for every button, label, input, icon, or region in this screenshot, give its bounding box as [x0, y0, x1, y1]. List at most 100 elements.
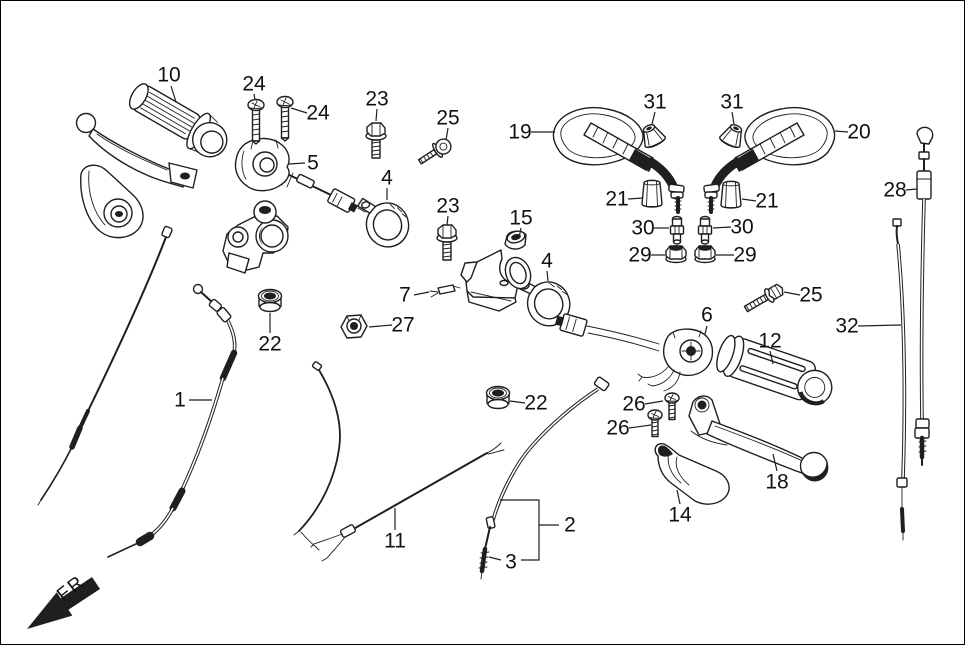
part-label-27: 27 — [391, 314, 414, 337]
part-label-30: 30 — [730, 216, 753, 239]
part-24-screw — [276, 95, 294, 142]
part-label-4: 4 — [541, 250, 553, 273]
part-label-23: 23 — [436, 195, 459, 218]
part-label-23: 23 — [365, 88, 388, 111]
leader-line-18 — [772, 453, 778, 472]
leader-line-21 — [741, 198, 757, 202]
part-label-14: 14 — [668, 504, 692, 527]
leader-line-27 — [368, 324, 393, 328]
part-26-screw — [647, 409, 663, 438]
part-5-switch-housing — [234, 137, 366, 213]
part-1-clutch-cable — [107, 283, 238, 558]
part-28-brake-cable — [914, 126, 934, 466]
part-label-11: 11 — [384, 530, 406, 553]
leader-line-26 — [644, 400, 664, 405]
leader-line-31 — [731, 111, 735, 125]
part-label-30: 30 — [631, 217, 654, 240]
leader-line-3 — [488, 556, 502, 561]
leader-line-24 — [290, 107, 308, 114]
part-label-5: 5 — [307, 152, 319, 175]
part-label-20: 20 — [847, 121, 870, 144]
leader-line-2 — [500, 499, 540, 561]
part-32-cable — [892, 218, 908, 541]
choke-cable — [293, 361, 341, 551]
part-label-26: 26 — [606, 417, 629, 440]
leader-line-12 — [769, 350, 774, 365]
fr-arrow-icon — [27, 577, 100, 629]
part-12-grip — [716, 334, 833, 406]
part-label-26: 26 — [622, 393, 645, 416]
part-26-screw — [664, 392, 680, 421]
leader-line-30 — [712, 226, 732, 229]
leader-line-24 — [253, 93, 256, 101]
part-22-nut — [485, 385, 511, 410]
part-label-32: 32 — [835, 315, 858, 338]
part-11-wire — [310, 442, 505, 562]
inner-cable — [37, 225, 173, 506]
part-label-21: 21 — [755, 190, 778, 213]
part-31-cone — [642, 123, 666, 148]
part-21-boot — [720, 180, 742, 209]
part-label-25: 25 — [799, 284, 822, 307]
part-10-throttle-grip — [128, 83, 228, 158]
leader-line-25 — [445, 127, 449, 141]
part-7-pin — [429, 284, 461, 298]
part-label-7: 7 — [399, 284, 411, 307]
leader-line-25 — [783, 291, 801, 296]
leader-line-23 — [375, 108, 378, 122]
part-27-nut — [340, 314, 368, 339]
leader-line-5 — [288, 162, 306, 165]
part-label-31: 31 — [643, 91, 666, 114]
part-29-nut — [694, 245, 716, 264]
part-label-10: 10 — [157, 64, 180, 87]
leader-line-15 — [518, 227, 522, 239]
leader-line-14 — [676, 489, 681, 505]
leader-line-4 — [546, 270, 549, 282]
clutch-lever — [75, 112, 198, 189]
part-24-screw — [247, 98, 265, 145]
part-label-24: 24 — [242, 73, 266, 96]
part-23-bolt — [436, 224, 458, 261]
part-20-mirror — [703, 106, 836, 214]
part-15-lever-bracket — [460, 230, 532, 312]
part-18-brake-lever — [688, 395, 829, 482]
part-29-nut — [665, 245, 687, 264]
part-25-bolt — [743, 283, 784, 313]
part-30-adapter — [669, 215, 685, 245]
leader-line-7 — [413, 291, 430, 296]
part-4-clamp — [356, 197, 410, 248]
part-23-bolt — [365, 122, 387, 159]
leader-line-20 — [834, 130, 849, 133]
part-label-24: 24 — [306, 102, 330, 125]
part-31-cone — [719, 123, 743, 148]
part-label-21: 21 — [605, 188, 628, 211]
part-label-6: 6 — [701, 304, 713, 327]
part-label-2: 2 — [564, 514, 576, 537]
handlebar-clamp — [222, 200, 289, 274]
part-label-31: 31 — [720, 91, 743, 114]
part-25-screw — [417, 138, 452, 165]
part-21-boot — [641, 179, 663, 208]
leader-line-26 — [628, 424, 652, 429]
part-label-3: 3 — [505, 551, 517, 574]
fr-direction: FR. — [27, 567, 100, 629]
part-label-29: 29 — [733, 244, 756, 267]
part-6-switch-housing — [554, 313, 714, 392]
part-label-19: 19 — [508, 121, 531, 144]
part-14-lever-boot — [654, 442, 730, 505]
part-label-29: 29 — [628, 244, 651, 267]
part-19-mirror — [552, 106, 685, 214]
leader-line-23 — [446, 215, 449, 226]
part-30-adapter — [697, 215, 713, 245]
part-label-4: 4 — [381, 167, 393, 190]
part-label-18: 18 — [765, 471, 788, 494]
part-label-22: 22 — [258, 333, 281, 356]
part-label-22: 22 — [524, 392, 547, 415]
part-label-1: 1 — [174, 389, 186, 412]
lever-boot-left — [80, 164, 144, 239]
part-label-25: 25 — [436, 107, 459, 130]
leader-line-31 — [651, 111, 656, 125]
